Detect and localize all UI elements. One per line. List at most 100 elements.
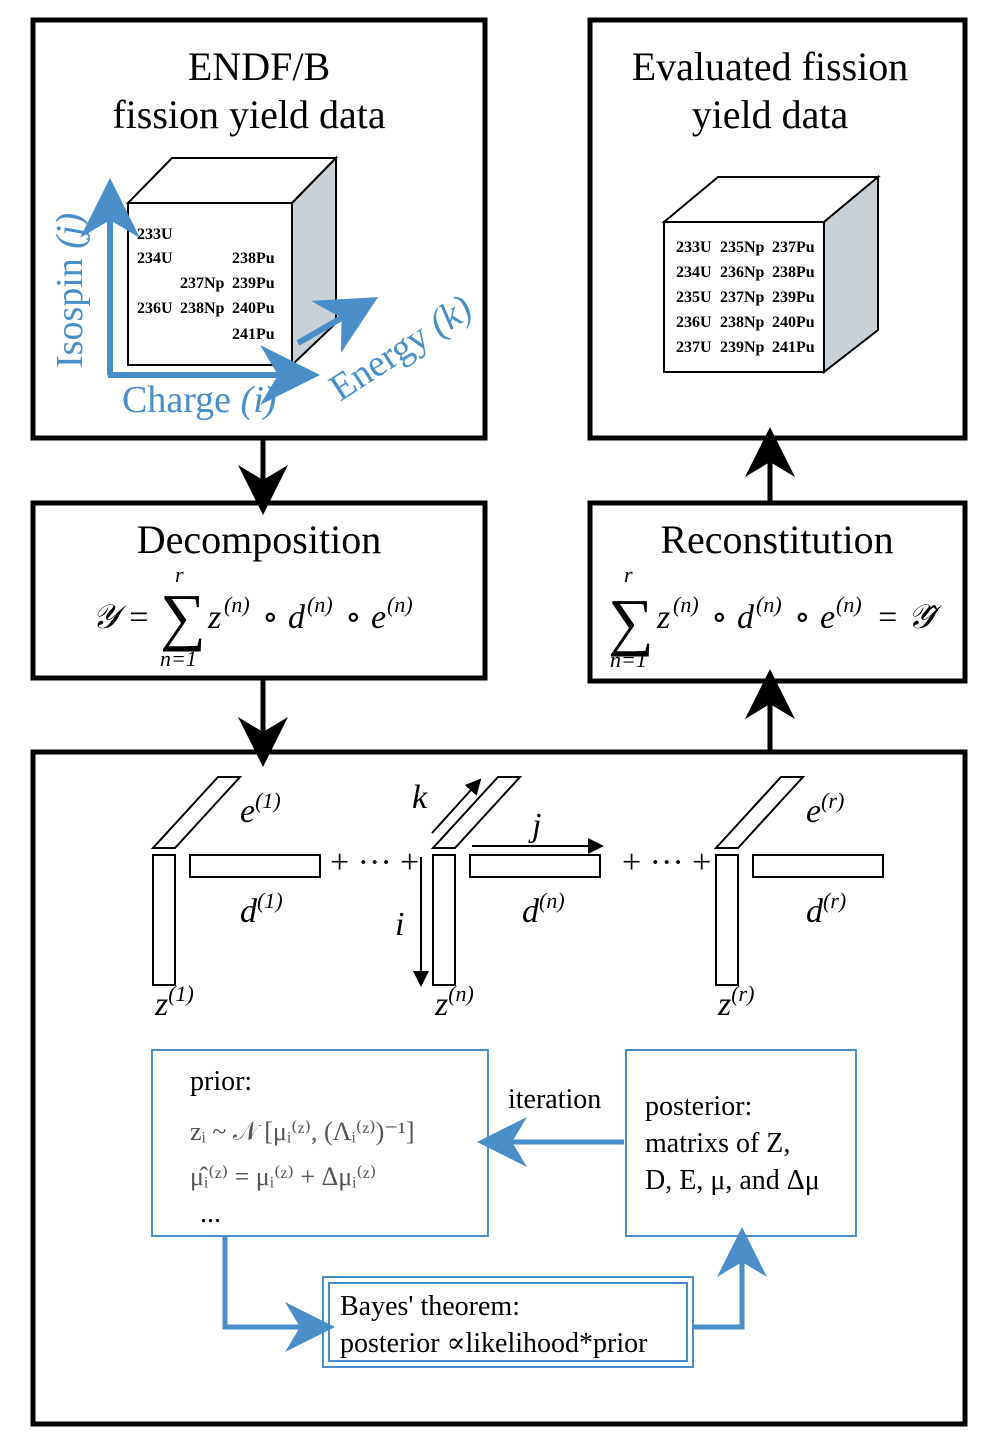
k-direction-arrow: [431, 778, 482, 834]
sum-lower: n=1: [610, 647, 647, 672]
reconstitution-box: Reconstitution ∑ r n=1 z(n) ∘ d(n) ∘ e(n…: [587, 500, 968, 684]
svg-text:e: e: [820, 599, 835, 636]
input-data-box: ENDF/B fission yield data 233U 234U 238P…: [30, 17, 488, 441]
sum-symbol: ∑: [160, 581, 206, 652]
svg-text:z: z: [207, 599, 221, 636]
reconstitution-rhs: = 𝒴̂: [876, 599, 942, 636]
sum-lower: n=1: [160, 646, 197, 671]
prior-ellipsis: ...: [200, 1198, 221, 1229]
er-label: e(r): [806, 788, 844, 830]
isotope-label: 237U: [676, 339, 712, 356]
sum-symbol: ∑: [608, 586, 654, 657]
z1-label: z(1): [154, 981, 194, 1023]
isotope-label: 234U: [137, 250, 173, 267]
sum-upper: r: [175, 562, 184, 587]
isotope-label: 238Pu: [232, 250, 275, 267]
isotope-label: 241Pu: [232, 326, 275, 343]
svg-text:e: e: [371, 599, 386, 636]
input-title-line2: fission yield data: [112, 92, 386, 137]
energy-axis-arrow: [296, 297, 379, 353]
dn-label: d(n): [522, 888, 565, 930]
e-vector-slab: [150, 776, 243, 849]
prior-label: prior:: [190, 1066, 252, 1097]
prior-equation-1: zᵢ ~ 𝒩 [μᵢ⁽ᶻ⁾, (Λᵢ⁽ᶻ⁾)⁻¹]: [190, 1117, 415, 1146]
isotope-label: 239Np: [720, 339, 765, 356]
output-title-line2: yield data: [692, 92, 849, 137]
output-title-line1: Evaluated fission: [632, 44, 909, 89]
isotope-label: 237Pu: [772, 239, 815, 256]
isotope-label: 241Pu: [772, 339, 815, 356]
svg-text:z: z: [656, 599, 670, 636]
j-label: j: [528, 807, 541, 844]
reconstitution-title: Reconstitution: [660, 517, 893, 562]
z-vector-bar: [715, 854, 739, 986]
d1-label: d(1): [240, 888, 283, 930]
isotope-label: 239Pu: [232, 275, 275, 292]
isotope-label: 234U: [676, 264, 712, 281]
prior-box: prior: zᵢ ~ 𝒩 [μᵢ⁽ᶻ⁾, (Λᵢ⁽ᶻ⁾)⁻¹] μ̂ᵢ⁽ᶻ⁾ …: [151, 1049, 489, 1237]
i-label: i: [395, 906, 404, 943]
svg-text:∘: ∘: [345, 599, 362, 636]
zr-label: z(r): [717, 981, 754, 1023]
isotope-label: 237Np: [720, 289, 765, 306]
input-title-line1: ENDF/B: [188, 44, 330, 89]
svg-text:∘: ∘: [262, 599, 279, 636]
e1-label: e(1): [240, 788, 281, 830]
isotope-label: 239Pu: [772, 289, 815, 306]
rank-one-factor-1: e(1) d(1) z(1): [150, 776, 321, 1023]
k-label: k: [412, 779, 428, 816]
output-data-box: Evaluated fission yield data 233U 235Np 23…: [587, 17, 968, 441]
bayes-line-1: Bayes' theorem:: [340, 1291, 520, 1322]
posterior-box: posterior: matrixs of Z, D, E, μ, and Δμ: [625, 1049, 857, 1237]
dr-label: d(r): [806, 888, 846, 930]
e-vector-slab: [430, 776, 523, 849]
posterior-line-3: D, E, μ, and Δμ: [645, 1165, 820, 1196]
d-vector-bar: [752, 854, 884, 878]
plus-ellipsis-2: + ··· +: [622, 844, 711, 881]
isotope-label: 240Pu: [772, 314, 815, 331]
tensor-model-box: e(1) d(1) z(1) + ··· + k j i d(n) z(n) +…: [30, 749, 968, 1427]
bayes-to-posterior-arrow: [693, 1227, 767, 1330]
z-vector-bar: [432, 854, 456, 986]
d-vector-bar: [469, 854, 601, 878]
reconstitution-product: z(n) ∘ d(n) ∘ e(n): [656, 592, 862, 636]
zn-label: z(n): [434, 981, 474, 1023]
prior-equation-2: μ̂ᵢ⁽ᶻ⁾ = μᵢ⁽ᶻ⁾ + Δμᵢ⁽ᶻ⁾: [190, 1162, 376, 1191]
isotope-label: 236Np: [720, 264, 765, 281]
posterior-line-2: matrixs of Z,: [645, 1128, 790, 1159]
svg-text:(n): (n): [307, 592, 333, 617]
isotope-label: 236U: [137, 300, 173, 317]
svg-text:(n): (n): [387, 592, 413, 617]
svg-text:∘: ∘: [711, 599, 728, 636]
charge-axis-label: Charge (i): [122, 379, 276, 421]
svg-text:(n): (n): [756, 592, 782, 617]
isotope-label: 235Np: [720, 239, 765, 256]
svg-text:d: d: [288, 599, 306, 636]
isotope-label: 233U: [676, 239, 712, 256]
svg-text:∘: ∘: [794, 599, 811, 636]
rank-one-factor-r: e(r) d(r) z(r): [713, 776, 884, 1023]
svg-text:(n): (n): [836, 592, 862, 617]
isotope-label: 235U: [676, 289, 712, 306]
isotope-label: 238Np: [180, 300, 225, 317]
isotope-label: 236U: [676, 314, 712, 331]
isotope-label: 238Np: [720, 314, 765, 331]
decomposition-lhs: 𝒴 =: [92, 599, 150, 636]
isotope-label: 240Pu: [232, 300, 275, 317]
input-cube: 233U 234U 238Pu 237Np 239Pu 236U 238Np 2…: [125, 155, 339, 368]
isospin-axis-label: Isospin (j): [49, 213, 91, 368]
decomposition-product: z(n) ∘ d(n) ∘ e(n): [207, 592, 413, 636]
decomposition-title: Decomposition: [137, 517, 381, 562]
sum-upper: r: [624, 562, 633, 587]
bayes-theorem-box: Bayes' theorem: posterior ∝likelihood*pr…: [322, 1276, 694, 1368]
svg-text:d: d: [737, 599, 755, 636]
iteration-label: iteration: [508, 1084, 601, 1115]
decomposition-box: Decomposition 𝒴 = ∑ r n=1 z(n) ∘ d(n) ∘ …: [30, 500, 488, 681]
svg-text:(n): (n): [224, 592, 250, 617]
rank-one-factor-n: k j i d(n) z(n): [395, 776, 604, 1023]
isotope-label: 237Np: [180, 275, 225, 292]
energy-axis-label: Energy (k): [322, 287, 480, 410]
